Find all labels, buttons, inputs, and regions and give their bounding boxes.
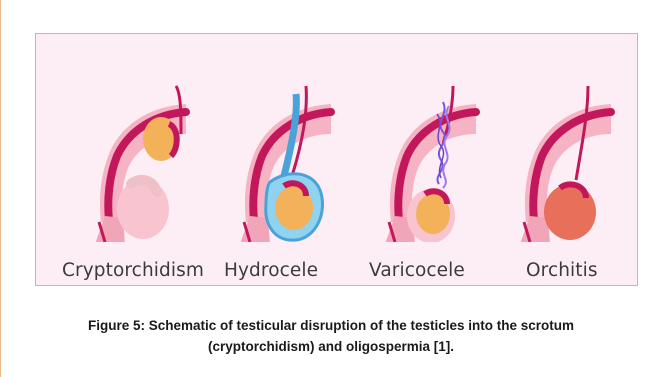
- label-hydrocele: Hydrocele: [224, 260, 318, 281]
- orchitis-diagram: [506, 84, 616, 242]
- varicocele-diagram: [371, 84, 481, 242]
- figure-caption-line2: (cryptorchidism) and oligospermia [1].: [0, 339, 662, 354]
- hydrocele-diagram: [226, 84, 336, 242]
- label-cryptorchidism: Cryptorchidism: [62, 260, 204, 281]
- label-varicocele: Varicocele: [369, 260, 465, 281]
- cryptorchidism-diagram: [81, 84, 191, 242]
- figure-panel: Cryptorchidism Hydrocele Varicocele Orch…: [35, 33, 638, 286]
- figure-caption-line1: Figure 5: Schematic of testicular disrup…: [0, 318, 662, 333]
- label-orchitis: Orchitis: [526, 260, 598, 281]
